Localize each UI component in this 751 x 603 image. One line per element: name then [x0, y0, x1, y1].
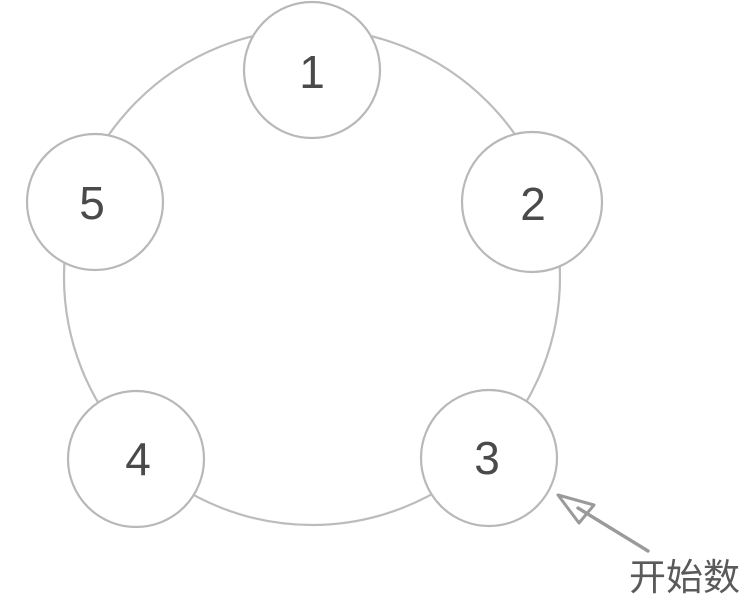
node-5-circle[interactable] — [25, 132, 165, 272]
node-1-circle[interactable] — [242, 0, 382, 140]
node-2[interactable]: 2 — [460, 130, 604, 274]
node-4-label: 4 — [125, 433, 151, 485]
node-4-circle[interactable] — [66, 389, 206, 529]
node-5-label: 5 — [79, 177, 105, 229]
node-2-circle[interactable] — [460, 130, 604, 274]
node-3[interactable]: 3 — [419, 388, 559, 528]
node-4[interactable]: 4 — [66, 389, 206, 529]
annotation-arrow-shaft — [576, 506, 650, 553]
node-5[interactable]: 5 — [25, 132, 165, 272]
node-1[interactable]: 1 — [242, 0, 382, 140]
node-2-label: 2 — [520, 178, 546, 230]
annotation-arrow-head-icon — [556, 493, 596, 525]
node-1-label: 1 — [299, 46, 325, 98]
start-pointer-annotation: 开始数 — [556, 493, 740, 599]
annotation-text: 开始数 — [629, 556, 740, 599]
node-group: 1 2 3 4 5 — [25, 0, 604, 529]
node-3-circle[interactable] — [419, 388, 559, 528]
node-3-label: 3 — [474, 432, 500, 484]
